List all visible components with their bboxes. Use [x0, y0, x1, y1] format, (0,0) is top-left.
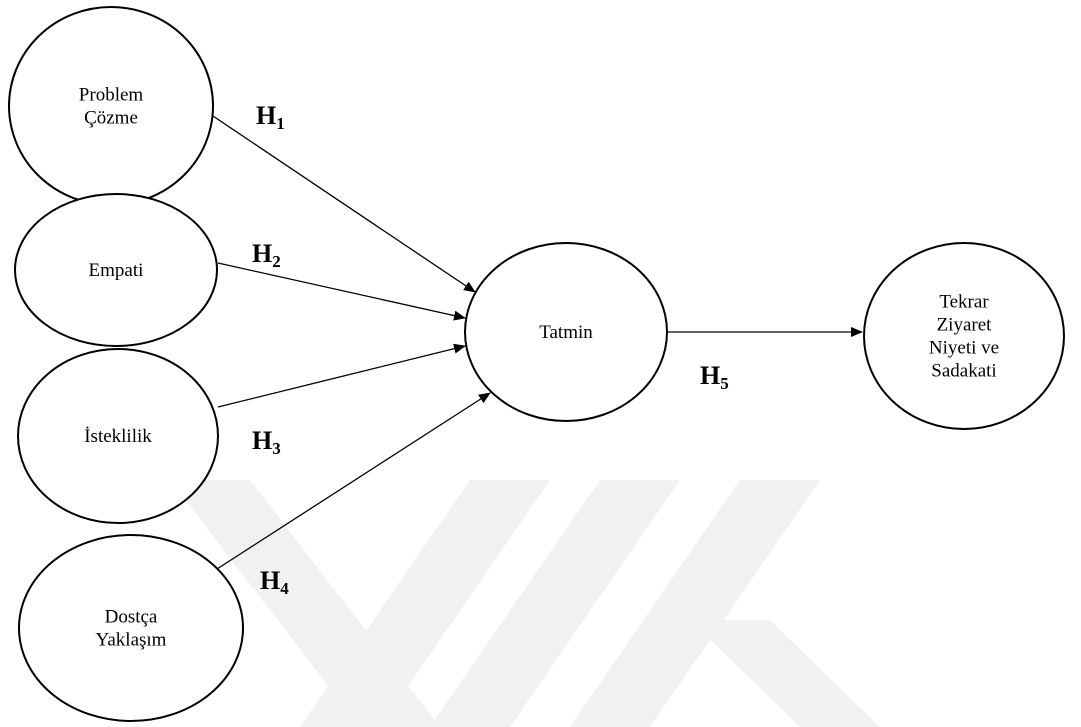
node-ellipse-tatmin [464, 242, 668, 422]
hypothesis-label-h5: H5 [700, 361, 729, 393]
nodes: ProblemÇözmeEmpatiİsteklilikDostçaYaklaş… [8, 6, 1065, 722]
node-label-tekrar-ziyaret-line-2: Ziyaret [937, 315, 993, 336]
node-label-problem-cozme-line-1: Problem [79, 85, 144, 106]
node-ellipse-tekrar-ziyaret [863, 242, 1065, 430]
arrow-problem-cozme-to-tatmin [206, 111, 476, 293]
node-ellipse-problem-cozme [8, 6, 214, 206]
node-label-problem-cozme-line-2: Çözme [84, 108, 138, 129]
node-empati: Empati [14, 193, 218, 347]
edges [202, 111, 863, 579]
hypothesis-label-h3: H3 [252, 426, 281, 458]
node-tatmin: Tatmin [464, 242, 668, 422]
node-label-tatmin-line-1: Tatmin [539, 322, 593, 343]
node-ellipse-empati [14, 193, 218, 347]
node-isteklilik: İsteklilik [17, 348, 219, 524]
hypothesis-label-h2: H2 [252, 239, 281, 271]
hypothesis-label-h1: H1 [256, 101, 285, 133]
node-ellipse-dostca-yaklasim [18, 534, 244, 722]
node-label-tekrar-ziyaret-line-4: Sadakati [931, 361, 996, 382]
node-label-empati-line-1: Empati [89, 260, 144, 281]
node-label-isteklilik-line-1: İsteklilik [84, 426, 152, 447]
watermark [170, 480, 880, 727]
arrow-empati-to-tatmin [217, 262, 466, 321]
node-label-dostca-yaklasim-line-1: Dostça [105, 607, 158, 628]
node-ellipse-isteklilik [17, 348, 219, 524]
arrow-isteklilik-to-tatmin [217, 343, 466, 408]
arrow-dostca-yaklasim-to-tatmin [202, 392, 491, 579]
node-label-tekrar-ziyaret-line-3: Niyeti ve [929, 338, 999, 359]
node-label-tekrar-ziyaret-line-1: Tekrar [939, 292, 989, 313]
node-label-dostca-yaklasim-line-2: Yaklaşım [96, 630, 167, 651]
hypothesis-label-h4: H4 [260, 566, 289, 598]
